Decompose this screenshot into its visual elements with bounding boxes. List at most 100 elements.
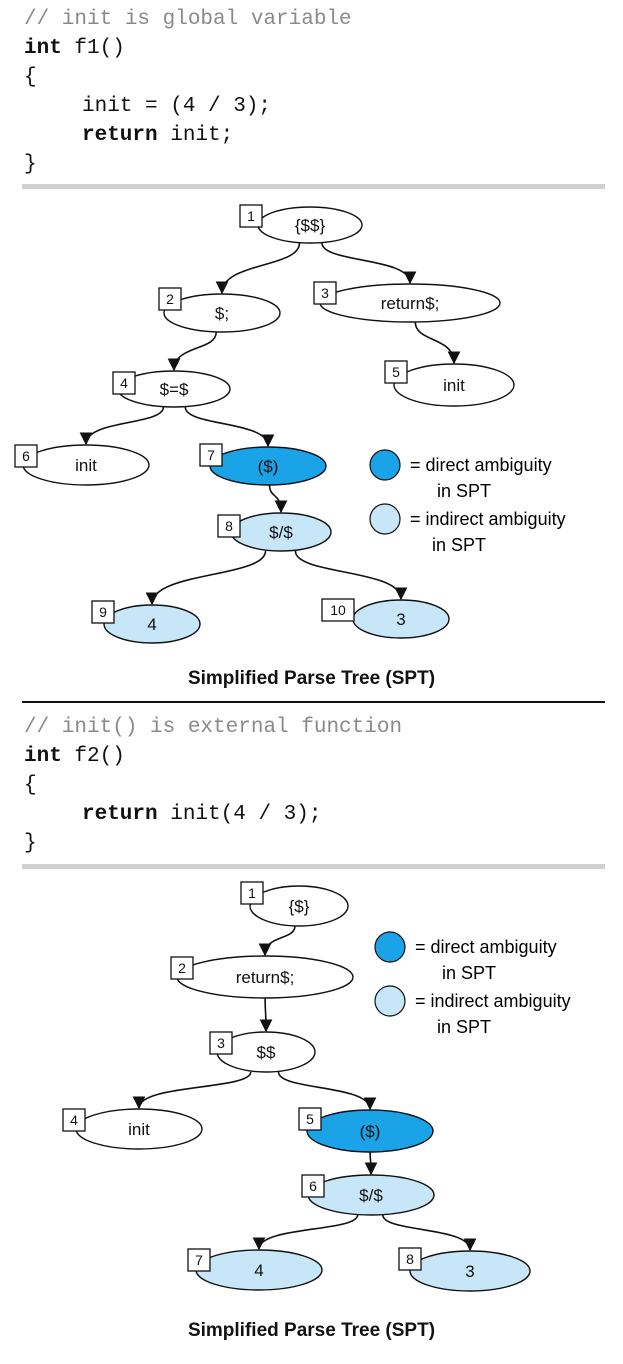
tree-edge-arrow <box>382 1214 477 1252</box>
tree-edge-arrow <box>364 1151 378 1176</box>
tree-node-label: 4 <box>254 1261 263 1280</box>
tree-node: return$;3 <box>313 281 501 323</box>
tree-node: 47 <box>187 1248 323 1291</box>
tree-node-number: 8 <box>406 1251 414 1267</box>
tree-node: init 4 <box>62 1108 203 1150</box>
tree-node: {$} 1 <box>240 881 349 927</box>
tree-node-label: init <box>128 1120 150 1139</box>
tree-caption: Simplified Parse Tree (SPT) <box>187 1320 436 1341</box>
tree-edge-arrow <box>321 242 417 285</box>
tree-node-number-box <box>158 287 182 311</box>
tree-edge-arrow <box>79 406 165 446</box>
tree-node-number-box <box>217 514 241 538</box>
code-statement: init = (4 / 3); <box>82 95 272 118</box>
tree-node: $=$4 <box>112 370 231 408</box>
tree-edge-arrow <box>277 1071 377 1111</box>
tree-node-number-box <box>170 956 194 980</box>
code-comment: // init() is external function <box>24 716 403 739</box>
tree-node-number-box <box>384 360 408 384</box>
tree-node-number-box <box>398 1247 422 1271</box>
tree-caption: Simplified Parse Tree (SPT) <box>187 668 436 689</box>
code-statement: init(4 / 3); <box>157 803 322 826</box>
tree-node: return$; 2 <box>170 955 354 999</box>
legend-direct-label: = direct ambiguity <box>410 455 552 475</box>
section-divider <box>22 184 605 189</box>
tree-node-number-box <box>62 1108 86 1132</box>
tree-edge-arrow <box>252 1214 359 1251</box>
tree-edge-arrow <box>268 484 288 514</box>
tree-node: $;2 <box>158 287 281 333</box>
tree-node-number-box <box>187 1248 211 1272</box>
tree-node-label: return$; <box>236 968 295 987</box>
tree-node: 3 10 <box>321 598 450 639</box>
code-keyword: return <box>82 124 158 147</box>
tree-node-number: 1 <box>247 208 255 224</box>
legend-direct-label-2: in SPT <box>442 963 496 983</box>
tree-node-label: init <box>75 456 97 475</box>
code-block-f1: // init is global variable int f1() { in… <box>24 5 352 179</box>
legend-direct-label-2: in SPT <box>437 481 491 501</box>
tree-node-number: 3 <box>321 285 329 301</box>
tree-node: $$3 <box>209 1031 316 1073</box>
code-signature: f2() <box>61 745 125 768</box>
tree-edge-arrow <box>145 550 267 606</box>
tree-node: 38 <box>398 1247 531 1292</box>
tree-node-number: 8 <box>225 518 233 534</box>
tree-edge-arrow <box>132 1071 252 1110</box>
legend-indirect-swatch <box>369 503 401 535</box>
tree-node-number-box <box>209 1031 233 1055</box>
legend-direct-label: = direct ambiguity <box>415 937 557 957</box>
code-statement: init; <box>157 124 234 147</box>
tree-node-number-box <box>240 881 264 905</box>
tree-node: ($) 5 <box>298 1107 434 1153</box>
tree-edge-arrow <box>184 406 275 448</box>
tree-node: 49 <box>91 600 201 644</box>
tree-node-number: 4 <box>70 1112 78 1128</box>
tree-node-ellipse <box>306 1109 434 1153</box>
legend-direct-swatch <box>369 449 401 481</box>
tree-node-number: 10 <box>330 602 346 618</box>
code-block-f2: // init() is external function int f2() … <box>24 713 402 858</box>
tree-node-number-box <box>239 204 263 228</box>
tree-node: ($)7 <box>199 443 327 486</box>
tree-node-label: {$} <box>289 897 310 916</box>
legend-indirect-swatch <box>374 985 406 1017</box>
tree-node-number-box <box>298 1107 322 1131</box>
tree-node-number: 2 <box>178 960 186 976</box>
legend-indirect-label-2: in SPT <box>432 535 486 555</box>
tree-node: {$$}1 <box>239 204 363 244</box>
code-keyword: int <box>24 745 62 768</box>
tree-node-label: 3 <box>396 610 405 629</box>
tree-node-number-box <box>321 598 355 622</box>
code-signature: f1() <box>61 37 125 60</box>
tree-node-number: 1 <box>248 885 256 901</box>
tree-edge-arrow <box>294 550 408 601</box>
tree-node-label: ($) <box>360 1122 381 1141</box>
code-brace: { <box>24 66 37 89</box>
section-divider <box>22 864 605 869</box>
tree-node-number: 4 <box>120 375 128 391</box>
tree-node-number: 7 <box>207 447 215 463</box>
tree-node-label: init <box>443 376 465 395</box>
tree-node-ellipse <box>163 293 281 333</box>
code-brace: } <box>24 832 37 855</box>
tree-node-number: 9 <box>99 604 107 620</box>
tree-node-number: 2 <box>166 291 174 307</box>
legend-indirect-label: = indirect ambiguity <box>415 991 571 1011</box>
tree-node-number-box <box>112 371 136 395</box>
tree-node-number: 5 <box>306 1111 314 1127</box>
tree-node-number-box <box>14 444 38 468</box>
legend-direct-swatch <box>374 931 406 963</box>
tree-node-number-box <box>91 600 115 624</box>
tree-node-number-box <box>199 443 223 467</box>
tree-edge-arrow <box>259 997 273 1033</box>
tree-node-number-box <box>301 1174 325 1198</box>
legend-indirect-label-2: in SPT <box>437 1017 491 1037</box>
code-keyword: return <box>82 803 158 826</box>
legend: = direct ambiguity in SPT = indirect amb… <box>374 931 571 1037</box>
tree-node-number: 7 <box>195 1252 203 1268</box>
tree-edge-arrow <box>414 321 461 365</box>
tree-node-number-box <box>313 281 337 305</box>
